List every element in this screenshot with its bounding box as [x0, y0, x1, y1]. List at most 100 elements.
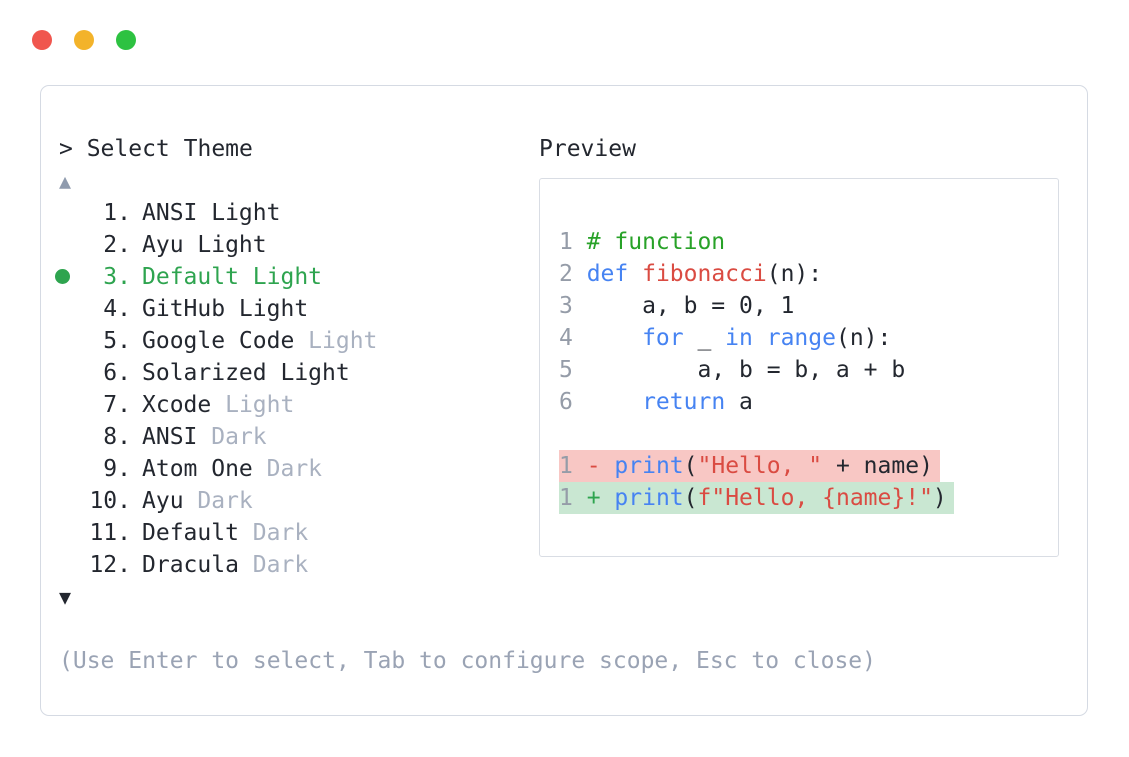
theme-name: Ayu Light [142, 232, 267, 258]
code-line: 4 for _ in range(n): [559, 322, 1058, 354]
keyboard-hint: (Use Enter to select, Tab to configure s… [59, 648, 876, 674]
theme-number: 11. [89, 520, 131, 546]
line-number: 1 [559, 485, 573, 511]
code-token-plain: a, b = 0, 1 [586, 293, 795, 319]
theme-list-item[interactable]: 2. Ayu Light [59, 229, 539, 261]
code-token-plain: ) [932, 485, 947, 511]
code-token-diff-removed: - [586, 453, 601, 479]
scroll-down-icon[interactable]: ▼ [59, 585, 72, 609]
code-token-diff-added: + [586, 485, 601, 511]
theme-number: 4. [103, 296, 131, 322]
theme-list-item[interactable]: 8. ANSI Dark [59, 421, 539, 453]
code-token-keyword: range [766, 325, 836, 351]
theme-number: 6. [103, 360, 131, 386]
theme-list-item[interactable]: 6. Solarized Light [59, 357, 539, 389]
theme-variant: Dark [211, 424, 267, 450]
preview-title: Preview [539, 136, 636, 162]
code-line-diff-removed: 1- print("Hello, " + name) [559, 450, 1058, 482]
theme-number: 10. [89, 488, 131, 514]
item-marker-slot [59, 325, 89, 357]
item-marker-slot [59, 485, 89, 517]
theme-list-item[interactable]: 1. ANSI Light [59, 197, 539, 229]
code-token-plain [601, 453, 615, 479]
code-token-plain: + name) [822, 453, 933, 479]
theme-name: Default Dark [142, 520, 309, 546]
code-token-comment: # function [586, 229, 726, 255]
code-line: 6 return a [559, 386, 1058, 418]
code-line [559, 418, 1058, 450]
code-token-keyword: return [642, 389, 726, 415]
theme-name: Solarized Light [142, 360, 350, 386]
theme-name: Dracula Dark [142, 552, 309, 578]
theme-number: 12. [89, 552, 131, 578]
theme-list-item[interactable]: 4. GitHub Light [59, 293, 539, 325]
maximize-window-dot[interactable] [116, 30, 136, 50]
theme-name: GitHub Light [142, 296, 309, 322]
item-marker-slot [59, 229, 89, 261]
code-token-keyword: print [614, 453, 684, 479]
theme-name: Ayu Dark [142, 488, 253, 514]
line-number: 4 [559, 325, 573, 351]
scroll-up-icon[interactable]: ▲ [59, 169, 72, 193]
line-number: 5 [559, 357, 573, 383]
code-token-plain: ( [683, 453, 698, 479]
theme-name: Default Light [142, 264, 323, 290]
code-token-keyword: print [614, 485, 684, 511]
code-token-plain [628, 261, 642, 287]
theme-variant: Dark [252, 552, 309, 578]
code-token-plain: a [725, 389, 753, 415]
theme-list-item[interactable]: 3. Default Light [55, 261, 539, 293]
code-line-diff-added: 1 + print(f"Hello, {name}!") [559, 482, 1058, 514]
code-token-plain [753, 325, 767, 351]
item-marker-slot [59, 389, 89, 421]
theme-number: 8. [103, 424, 131, 450]
theme-variant: Dark [252, 520, 309, 546]
code-token-keyword: in [725, 325, 753, 351]
theme-variant: Light [225, 392, 295, 418]
item-marker-slot [59, 453, 89, 485]
item-marker-slot [59, 549, 89, 581]
theme-name: ANSI Light [142, 200, 281, 226]
line-number: 1 [559, 453, 573, 479]
theme-list-item[interactable]: 12. Dracula Dark [59, 549, 539, 581]
window-controls [32, 30, 136, 50]
close-window-dot[interactable] [32, 30, 52, 50]
code-token-plain: (n): [835, 325, 892, 351]
theme-number: 5. [103, 328, 131, 354]
item-marker-slot [59, 197, 89, 229]
theme-name: Xcode Light [142, 392, 295, 418]
theme-number: 1. [103, 200, 131, 226]
theme-name: Google Code Light [142, 328, 378, 354]
theme-list-item[interactable]: 10. Ayu Dark [59, 485, 539, 517]
code-token-string: "Hello, " [697, 453, 823, 479]
theme-variant: Dark [197, 488, 253, 514]
theme-number: 2. [103, 232, 131, 258]
item-marker-slot [59, 357, 89, 389]
theme-number: 3. [103, 264, 131, 290]
theme-name: Atom One Dark [142, 456, 323, 482]
theme-variant: Dark [266, 456, 323, 482]
theme-name: ANSI Dark [142, 424, 267, 450]
theme-list-item[interactable]: 11. Default Dark [59, 517, 539, 549]
item-marker-slot [59, 293, 89, 325]
code-token-plain [601, 485, 615, 511]
code-token-keyword: for [642, 325, 684, 351]
theme-list-item[interactable]: 5. Google Code Light [59, 325, 539, 357]
selected-dot-icon [55, 269, 70, 284]
code-token-string: f"Hello, {name}!" [697, 485, 933, 511]
code-token-plain: ( [683, 485, 698, 511]
code-token-plain: _ [683, 325, 726, 351]
theme-list-item[interactable]: 9.Atom One Dark [59, 453, 539, 485]
theme-list-item[interactable]: 7.Xcode Light [59, 389, 539, 421]
item-marker-slot [59, 517, 89, 549]
theme-list: 1. ANSI Light 2. Ayu Light 3. Default Light 4.… [55, 197, 539, 581]
line-number: 6 [559, 389, 573, 415]
code-token-function: fibonacci [642, 261, 767, 287]
minimize-window-dot[interactable] [74, 30, 94, 50]
code-token-plain: a, b = b, a + b [586, 357, 906, 383]
